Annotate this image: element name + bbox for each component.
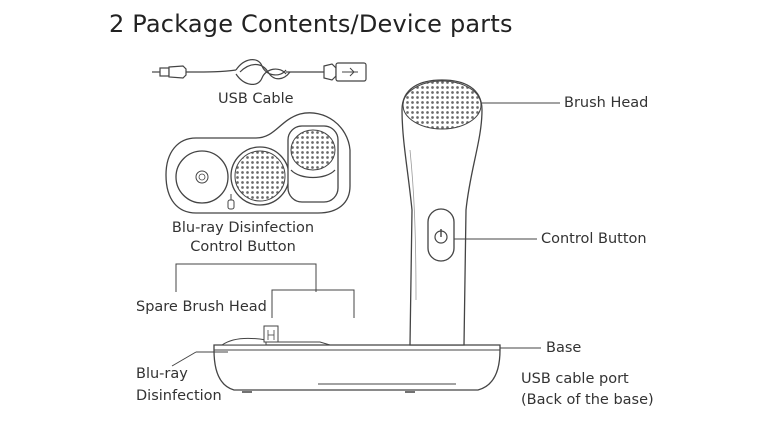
leader-lines — [171, 102, 560, 385]
blu-ray-label-line1: Blu-ray — [136, 366, 188, 382]
disinfection-button-label-line1: Blu-ray Disinfection — [171, 220, 315, 236]
usb-cable — [152, 59, 367, 85]
page-title: 2 Package Contents/Device parts — [109, 10, 513, 38]
disinfection-button-label: Blu-ray Disinfection Control Button — [168, 219, 318, 257]
blu-ray-disinfection-label: Blu-ray Disinfection — [136, 365, 222, 406]
usb-port-label-line1: USB cable port — [521, 371, 629, 387]
disinfection-button-label-line2: Control Button — [190, 239, 296, 255]
usb-cable-port-label: USB cable port (Back of the base) — [521, 370, 654, 410]
blu-ray-label-line2: Disinfection — [136, 388, 222, 404]
spare-brush-leader — [175, 263, 355, 318]
usb-cable-label: USB Cable — [218, 91, 294, 107]
base-label: Base — [546, 340, 582, 356]
control-button-label: Control Button — [541, 231, 647, 247]
brush-device — [401, 79, 483, 346]
spare-brush-head-label: Spare Brush Head — [136, 299, 267, 315]
charging-base — [213, 325, 501, 393]
brush-head-label: Brush Head — [564, 95, 649, 111]
usb-port-label-line2: (Back of the base) — [521, 392, 654, 408]
disinfection-box — [165, 112, 351, 214]
